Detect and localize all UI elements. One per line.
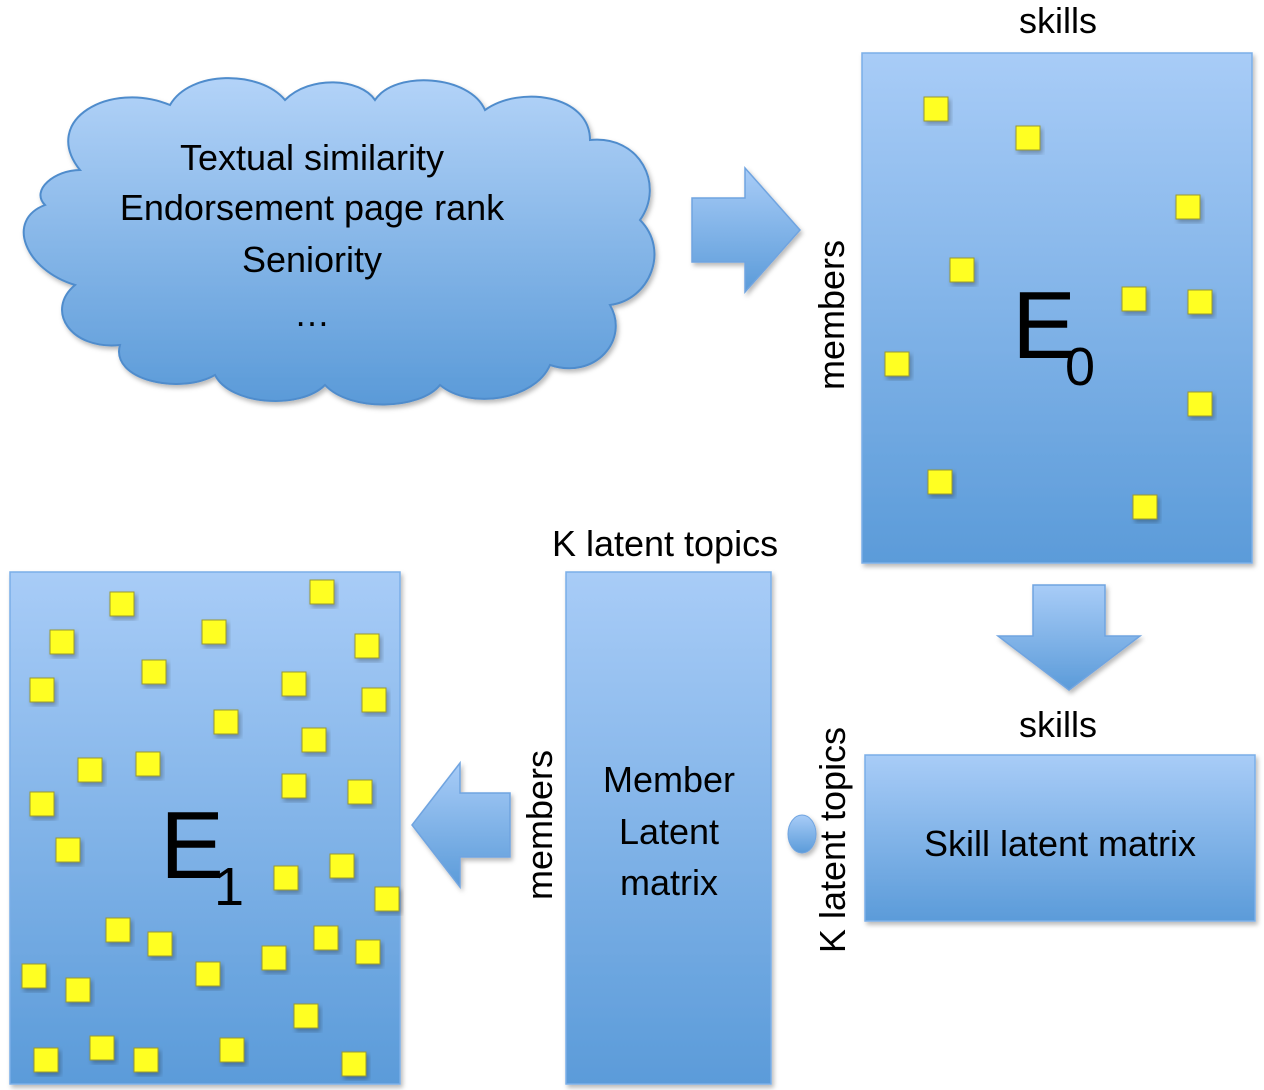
e0-matrix bbox=[861, 52, 1253, 564]
e1-entry bbox=[133, 1047, 159, 1073]
cloud-text: Textual similarity Endorsement page rank… bbox=[120, 137, 505, 334]
cloud-line-3: Seniority bbox=[242, 239, 382, 280]
e1-entry bbox=[361, 687, 387, 713]
member-matrix-side-label: members bbox=[519, 750, 560, 900]
cloud-shape bbox=[22, 77, 656, 406]
e1-entry bbox=[147, 931, 173, 957]
e1-entry bbox=[329, 853, 355, 879]
e0-entry bbox=[1187, 391, 1213, 417]
e0-entry bbox=[1015, 125, 1041, 151]
arrow-right bbox=[691, 166, 802, 294]
e0-letter: E bbox=[1012, 272, 1076, 379]
skill-matrix-top-label: skills bbox=[1019, 704, 1097, 745]
e1-entry bbox=[374, 886, 400, 912]
arrow-down bbox=[995, 584, 1143, 691]
e1-entry bbox=[273, 865, 299, 891]
member-latent-matrix bbox=[565, 571, 772, 1085]
e1-entry bbox=[219, 1037, 245, 1063]
e1-entry bbox=[29, 677, 55, 703]
e0-entry bbox=[884, 351, 910, 377]
e0-entry bbox=[927, 469, 953, 495]
e1-entry bbox=[213, 709, 239, 735]
e1-entry bbox=[109, 591, 135, 617]
e0-entry bbox=[1121, 286, 1147, 312]
e1-entries bbox=[21, 579, 400, 1077]
e1-entry bbox=[135, 751, 161, 777]
e0-side-label: members bbox=[811, 240, 852, 390]
e0-entry bbox=[949, 257, 975, 283]
e1-entry bbox=[293, 1003, 319, 1029]
e1-entry bbox=[77, 757, 103, 783]
e1-entry bbox=[201, 619, 227, 645]
e1-entry bbox=[301, 727, 327, 753]
e0-entry bbox=[1132, 494, 1158, 520]
skill-matrix-side-label: K latent topics bbox=[812, 727, 853, 953]
e1-entry bbox=[29, 791, 55, 817]
product-dot bbox=[787, 814, 817, 854]
e1-subscript: 1 bbox=[214, 857, 244, 917]
member-matrix-line-3: matrix bbox=[620, 862, 718, 903]
skill-latent-matrix bbox=[864, 754, 1256, 922]
cloud-line-2: Endorsement page rank bbox=[120, 187, 505, 228]
member-matrix-line-2: Latent bbox=[619, 811, 719, 852]
skill-matrix-text: Skill latent matrix bbox=[924, 823, 1196, 864]
e0-entry bbox=[1175, 194, 1201, 220]
e1-entry bbox=[105, 917, 131, 943]
e0-top-label: skills bbox=[1019, 0, 1097, 41]
e0-entry bbox=[1187, 289, 1213, 315]
e1-entry bbox=[21, 963, 47, 989]
e0-entry bbox=[923, 96, 949, 122]
cloud-line-4: … bbox=[294, 293, 330, 334]
e0-symbol: E 0 bbox=[1012, 272, 1095, 397]
e1-entry bbox=[341, 1051, 367, 1077]
feature-cloud bbox=[22, 77, 656, 406]
member-matrix-line-1: Member bbox=[603, 759, 735, 800]
e1-entry bbox=[55, 837, 81, 863]
e1-entry bbox=[309, 579, 335, 605]
e1-entry bbox=[261, 945, 287, 971]
e1-entry bbox=[281, 671, 307, 697]
e1-entry bbox=[313, 925, 339, 951]
e1-entry bbox=[354, 633, 380, 659]
e1-entry bbox=[33, 1047, 59, 1073]
e1-entry bbox=[347, 779, 373, 805]
e1-entry bbox=[281, 773, 307, 799]
cloud-line-1: Textual similarity bbox=[180, 137, 444, 178]
e1-entry bbox=[195, 961, 221, 987]
e1-letter: E bbox=[160, 792, 224, 899]
arrow-left bbox=[411, 760, 511, 890]
e1-symbol: E 1 bbox=[160, 792, 244, 917]
e0-entries bbox=[884, 96, 1213, 520]
e1-entry bbox=[49, 629, 75, 655]
e1-entry bbox=[141, 659, 167, 685]
member-matrix-top-label: K latent topics bbox=[552, 523, 778, 564]
e1-entry bbox=[89, 1035, 115, 1061]
e0-subscript: 0 bbox=[1065, 337, 1095, 397]
e1-entry bbox=[355, 939, 381, 965]
e1-entry bbox=[65, 977, 91, 1003]
